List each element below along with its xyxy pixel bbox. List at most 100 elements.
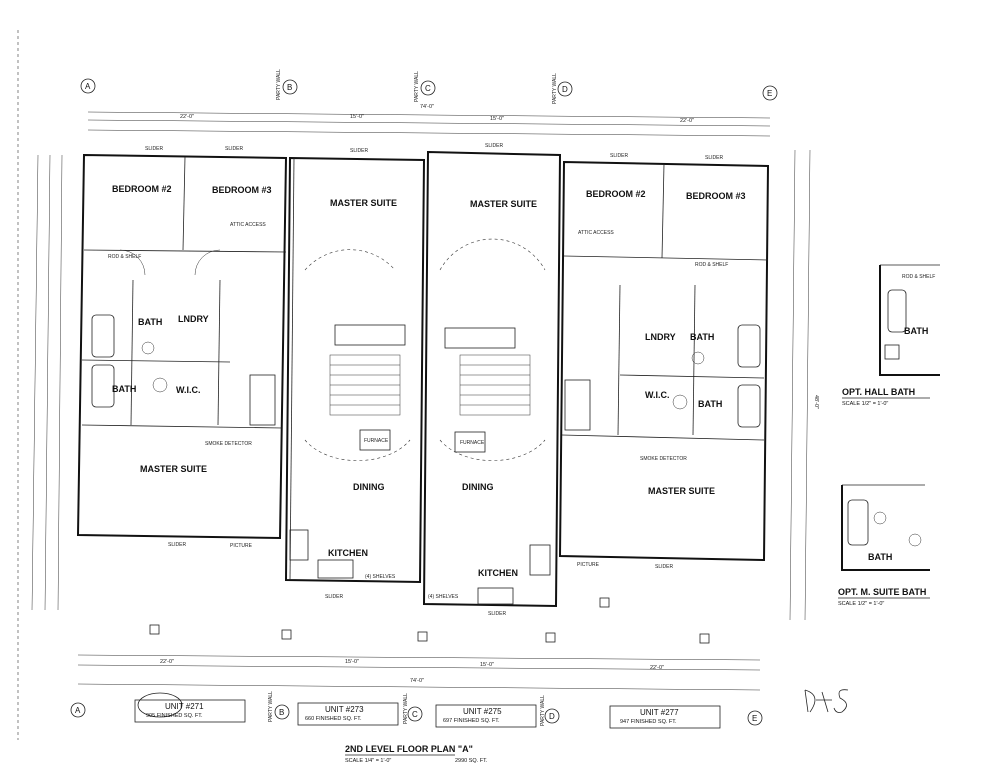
unit-275-area: 697 FINISHED SQ. FT. (443, 718, 500, 724)
unit-275-furnace: FURNACE (460, 440, 485, 446)
svg-text:SLIDER: SLIDER (655, 564, 673, 570)
svg-text:PARTY WALL: PARTY WALL (552, 73, 558, 104)
unit-277-bedroom-2: BEDROOM #2 (586, 189, 646, 199)
svg-text:PARTY WALL: PARTY WALL (414, 71, 420, 102)
svg-text:ATTIC ACCESS: ATTIC ACCESS (230, 222, 266, 228)
svg-text:(4) SHELVES: (4) SHELVES (365, 574, 396, 580)
unit-277-wic: W.I.C. (645, 390, 670, 400)
left-dimension-lines (31, 154, 63, 611)
unit-277-area: 947 FINISHED SQ. FT. (620, 719, 677, 725)
svg-text:22'-0": 22'-0" (650, 665, 664, 671)
unit-273-kitchen: KITCHEN (328, 548, 368, 558)
right-dimension-lines: 48'-0" (789, 149, 819, 621)
unit-271-bedroom-3: BEDROOM #3 (212, 185, 272, 195)
svg-text:E: E (752, 714, 757, 723)
svg-text:15'-0": 15'-0" (345, 659, 359, 665)
svg-text:22'-0": 22'-0" (180, 114, 194, 120)
svg-text:SLIDER: SLIDER (225, 146, 243, 152)
unit-273-plan: MASTER SUITE DINING KITCHEN FURNACE (4) … (284, 148, 426, 600)
svg-text:PARTY WALL: PARTY WALL (276, 69, 282, 100)
unit-277-box (609, 705, 721, 729)
unit-271-wic: W.I.C. (176, 385, 201, 395)
grid-mark-d: D (562, 85, 568, 94)
unit-271-box (134, 699, 246, 723)
top-dimension-lines: 74'-0" 22'-0" 15'-0" 15'-0" 22'-0" (87, 104, 771, 137)
svg-text:15'-0": 15'-0" (480, 662, 494, 668)
unit-275-dining: DINING (462, 482, 494, 492)
unit-275-plan: MASTER SUITE DINING KITCHEN FURNACE (4) … (422, 143, 562, 617)
svg-text:SLIDER: SLIDER (145, 146, 163, 152)
overall-width-bottom: 74'-0" (410, 678, 424, 684)
unit-271-bath-1: BATH (138, 317, 162, 327)
unit-271-area: 905 FINISHED SQ. FT. (146, 713, 203, 719)
unit-277-plan: BEDROOM #2 BEDROOM #3 LNDRY BATH W.I.C. … (558, 153, 770, 570)
unit-271-plan: BEDROOM #2 BEDROOM #3 BATH LNDRY BATH W.… (76, 146, 288, 549)
title-block: 2ND LEVEL FLOOR PLAN "A" SCALE 1/4" = 1'… (345, 744, 488, 764)
column-markers (149, 597, 710, 644)
svg-text:SLIDER: SLIDER (488, 611, 506, 617)
plan-title: 2ND LEVEL FLOOR PLAN "A" (345, 744, 473, 754)
unit-271-master-suite: MASTER SUITE (140, 464, 207, 474)
svg-text:C: C (412, 710, 418, 719)
detail-opt-m-suite-bath: BATH OPT. M. SUITE BATH SCALE 1/2" = 1'-… (838, 484, 930, 607)
unit-277-label: UNIT #277 (640, 708, 679, 717)
opt-hall-bath-title: OPT. HALL BATH (842, 387, 915, 397)
svg-text:SMOKE DETECTOR: SMOKE DETECTOR (640, 456, 687, 462)
svg-text:SLIDER: SLIDER (350, 148, 368, 154)
plan-scale: SCALE 1/4" = 1'-0" (345, 758, 391, 764)
grid-markers-top: A B C D E (80, 78, 778, 101)
unit-273-master-suite: MASTER SUITE (330, 198, 397, 208)
svg-text:PICTURE: PICTURE (230, 543, 253, 549)
svg-text:22'-0": 22'-0" (160, 659, 174, 665)
svg-text:(4) SHELVES: (4) SHELVES (428, 594, 459, 600)
signature-initials (804, 689, 849, 713)
svg-text:ROD & SHELF: ROD & SHELF (902, 274, 935, 280)
svg-text:15'-0": 15'-0" (490, 116, 504, 122)
unit-277-laundry: LNDRY (645, 332, 676, 342)
unit-273-dining: DINING (353, 482, 385, 492)
svg-text:SLIDER: SLIDER (325, 594, 343, 600)
svg-text:PARTY WALL: PARTY WALL (403, 693, 409, 724)
grid-markers-bottom: A B C D E (70, 702, 763, 726)
svg-text:BATH: BATH (868, 552, 892, 562)
unit-271-bedroom-2: BEDROOM #2 (112, 184, 172, 194)
unit-271-laundry: LNDRY (178, 314, 209, 324)
svg-text:PARTY WALL: PARTY WALL (540, 695, 546, 726)
svg-text:PARTY WALL: PARTY WALL (268, 691, 274, 722)
svg-text:B: B (279, 708, 284, 717)
unit-273-furnace: FURNACE (364, 438, 389, 444)
overall-width-top: 74'-0" (420, 104, 434, 110)
svg-text:ATTIC ACCESS: ATTIC ACCESS (578, 230, 614, 236)
unit-273-box (297, 702, 399, 726)
svg-text:A: A (75, 706, 81, 715)
grid-mark-a: A (85, 82, 91, 91)
svg-text:SLIDER: SLIDER (168, 542, 186, 548)
unit-277-bedroom-3: BEDROOM #3 (686, 191, 746, 201)
unit-277-bath-2: BATH (698, 399, 722, 409)
svg-text:SLIDER: SLIDER (610, 153, 628, 159)
svg-text:15'-0": 15'-0" (350, 114, 364, 120)
unit-271-label: UNIT #271 (165, 702, 204, 711)
overall-depth: 48'-0" (813, 395, 819, 409)
svg-text:SLIDER: SLIDER (485, 143, 503, 149)
opt-hall-bath-scale: SCALE 1/2" = 1'-0" (842, 401, 888, 407)
unit-273-label: UNIT #273 (325, 705, 364, 714)
grid-mark-e: E (767, 89, 772, 98)
svg-text:PICTURE: PICTURE (577, 562, 600, 568)
unit-277-master-suite: MASTER SUITE (648, 486, 715, 496)
opt-m-suite-bath-scale: SCALE 1/2" = 1'-0" (838, 601, 884, 607)
svg-text:D: D (549, 712, 555, 721)
svg-text:SLIDER: SLIDER (705, 155, 723, 161)
svg-text:BATH: BATH (904, 326, 928, 336)
svg-text:SMOKE DETECTOR: SMOKE DETECTOR (205, 441, 252, 447)
unit-271-bath-2: BATH (112, 384, 136, 394)
detail-opt-hall-bath: BATH ROD & SHELF OPT. HALL BATH SCALE 1/… (842, 264, 940, 407)
grid-mark-b: B (287, 83, 292, 92)
grid-mark-c: C (425, 84, 431, 93)
svg-text:22'-0": 22'-0" (680, 118, 694, 124)
unit-275-master-suite: MASTER SUITE (470, 199, 537, 209)
unit-275-label: UNIT #275 (463, 707, 502, 716)
bottom-dimension-lines: 74'-0" 22'-0" 15'-0" 15'-0" 22'-0" (77, 654, 761, 691)
svg-text:ROD & SHELF: ROD & SHELF (695, 262, 728, 268)
